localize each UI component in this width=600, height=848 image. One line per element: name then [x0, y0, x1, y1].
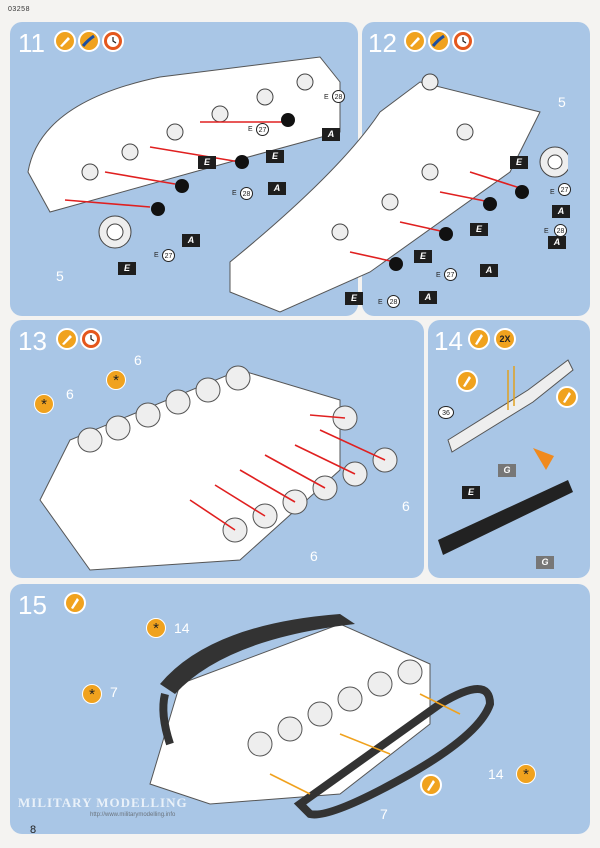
- glue-icon: [54, 30, 76, 52]
- page-number: 8: [30, 824, 37, 836]
- part-ref-28: 28: [387, 295, 400, 308]
- paint-icon: [428, 30, 450, 52]
- cement-icon: [420, 774, 442, 796]
- part-tree-a-flag: A: [419, 291, 437, 304]
- part-number-7: 7: [110, 684, 118, 700]
- common-part-icon: *: [82, 684, 102, 704]
- part-number-6: 6: [66, 386, 74, 402]
- clock-icon: [102, 30, 124, 52]
- step-number: 15: [18, 590, 47, 620]
- clock-icon: [452, 30, 474, 52]
- part-ref-letter: E: [154, 252, 159, 259]
- part-ref-letter: E: [436, 272, 441, 279]
- step-11-panel: 11 E A E A E A E 27 E 28 E 27 E 28 5: [10, 22, 358, 316]
- part-ref-letter: E: [232, 190, 237, 197]
- part-tree-e-flag: E: [266, 150, 284, 163]
- part-tree-g-flag: G: [536, 556, 554, 569]
- cement-icon: [456, 370, 478, 392]
- cement-icon: [64, 592, 86, 614]
- part-tree-a-flag: A: [552, 205, 570, 218]
- part-tree-g-flag: G: [498, 464, 516, 477]
- part-tree-e-flag: E: [345, 292, 363, 305]
- part-ref-letter: E: [248, 126, 253, 133]
- part-number-5: 5: [56, 268, 64, 284]
- part-number-6: 6: [402, 498, 410, 514]
- part-ref-28: 28: [554, 224, 567, 237]
- part-ref-letter: E: [544, 228, 549, 235]
- common-part-icon: *: [516, 764, 536, 784]
- part-tree-e-flag: E: [470, 223, 488, 236]
- part-ref-letter: E: [324, 94, 329, 101]
- step-12-drawing: [229, 73, 568, 313]
- part-number-6: 6: [310, 548, 318, 564]
- watermark: MILITARY MODELLING: [18, 795, 188, 810]
- part-ref-27: 27: [162, 249, 175, 262]
- part-tree-a-flag: A: [548, 236, 566, 249]
- part-ref-36: 36: [438, 406, 454, 419]
- step-13-panel: 13 * * 6 6 6 6: [10, 320, 424, 578]
- step-15-panel: 15 * 14 * 7 14 * 7: [10, 584, 590, 834]
- part-tree-e-flag: E: [414, 250, 432, 263]
- part-ref-28: 28: [332, 90, 345, 103]
- glue-icon: [404, 30, 426, 52]
- step-14-panel: 14 2X 36 G E G: [428, 320, 590, 578]
- part-tree-a-flag: A: [268, 182, 286, 195]
- part-tree-a-flag: A: [480, 264, 498, 277]
- cement-icon: [468, 328, 490, 350]
- part-ref-letter: E: [550, 189, 555, 196]
- part-number-14: 14: [488, 766, 504, 782]
- common-part-icon: *: [146, 618, 166, 638]
- step-number: 13: [18, 326, 47, 356]
- part-ref-28: 28: [240, 187, 253, 200]
- clock-icon: [80, 328, 102, 350]
- watermark-url: http://www.militarymodelling.info: [90, 812, 176, 818]
- step-number: 14: [434, 326, 463, 356]
- part-ref-27: 27: [256, 123, 269, 136]
- kit-code: 03258: [8, 6, 30, 13]
- multiplier-badge: 2X: [494, 328, 516, 350]
- step-number: 11: [18, 28, 45, 58]
- step-13-drawing: [39, 365, 398, 571]
- part-number-7: 7: [380, 806, 388, 822]
- common-part-icon: *: [34, 394, 54, 414]
- part-tree-e-flag: E: [462, 486, 480, 499]
- paint-icon: [78, 30, 100, 52]
- cement-icon: [556, 386, 578, 408]
- part-number-6: 6: [134, 352, 142, 368]
- common-part-icon: *: [106, 370, 126, 390]
- part-ref-27: 27: [558, 183, 571, 196]
- part-tree-e-flag: E: [198, 156, 216, 169]
- step-number: 12: [368, 28, 397, 58]
- part-tree-e-flag: E: [118, 262, 136, 275]
- part-tree-e-flag: E: [510, 156, 528, 169]
- step-15-drawing: [149, 614, 495, 819]
- part-ref-27: 27: [444, 268, 457, 281]
- part-number-5: 5: [558, 94, 566, 110]
- part-tree-a-flag: A: [322, 128, 340, 141]
- part-tree-a-flag: A: [182, 234, 200, 247]
- glue-icon: [56, 328, 78, 350]
- part-ref-letter: E: [378, 299, 383, 306]
- step-14-drawing: [438, 359, 574, 555]
- part-number-14: 14: [174, 620, 190, 636]
